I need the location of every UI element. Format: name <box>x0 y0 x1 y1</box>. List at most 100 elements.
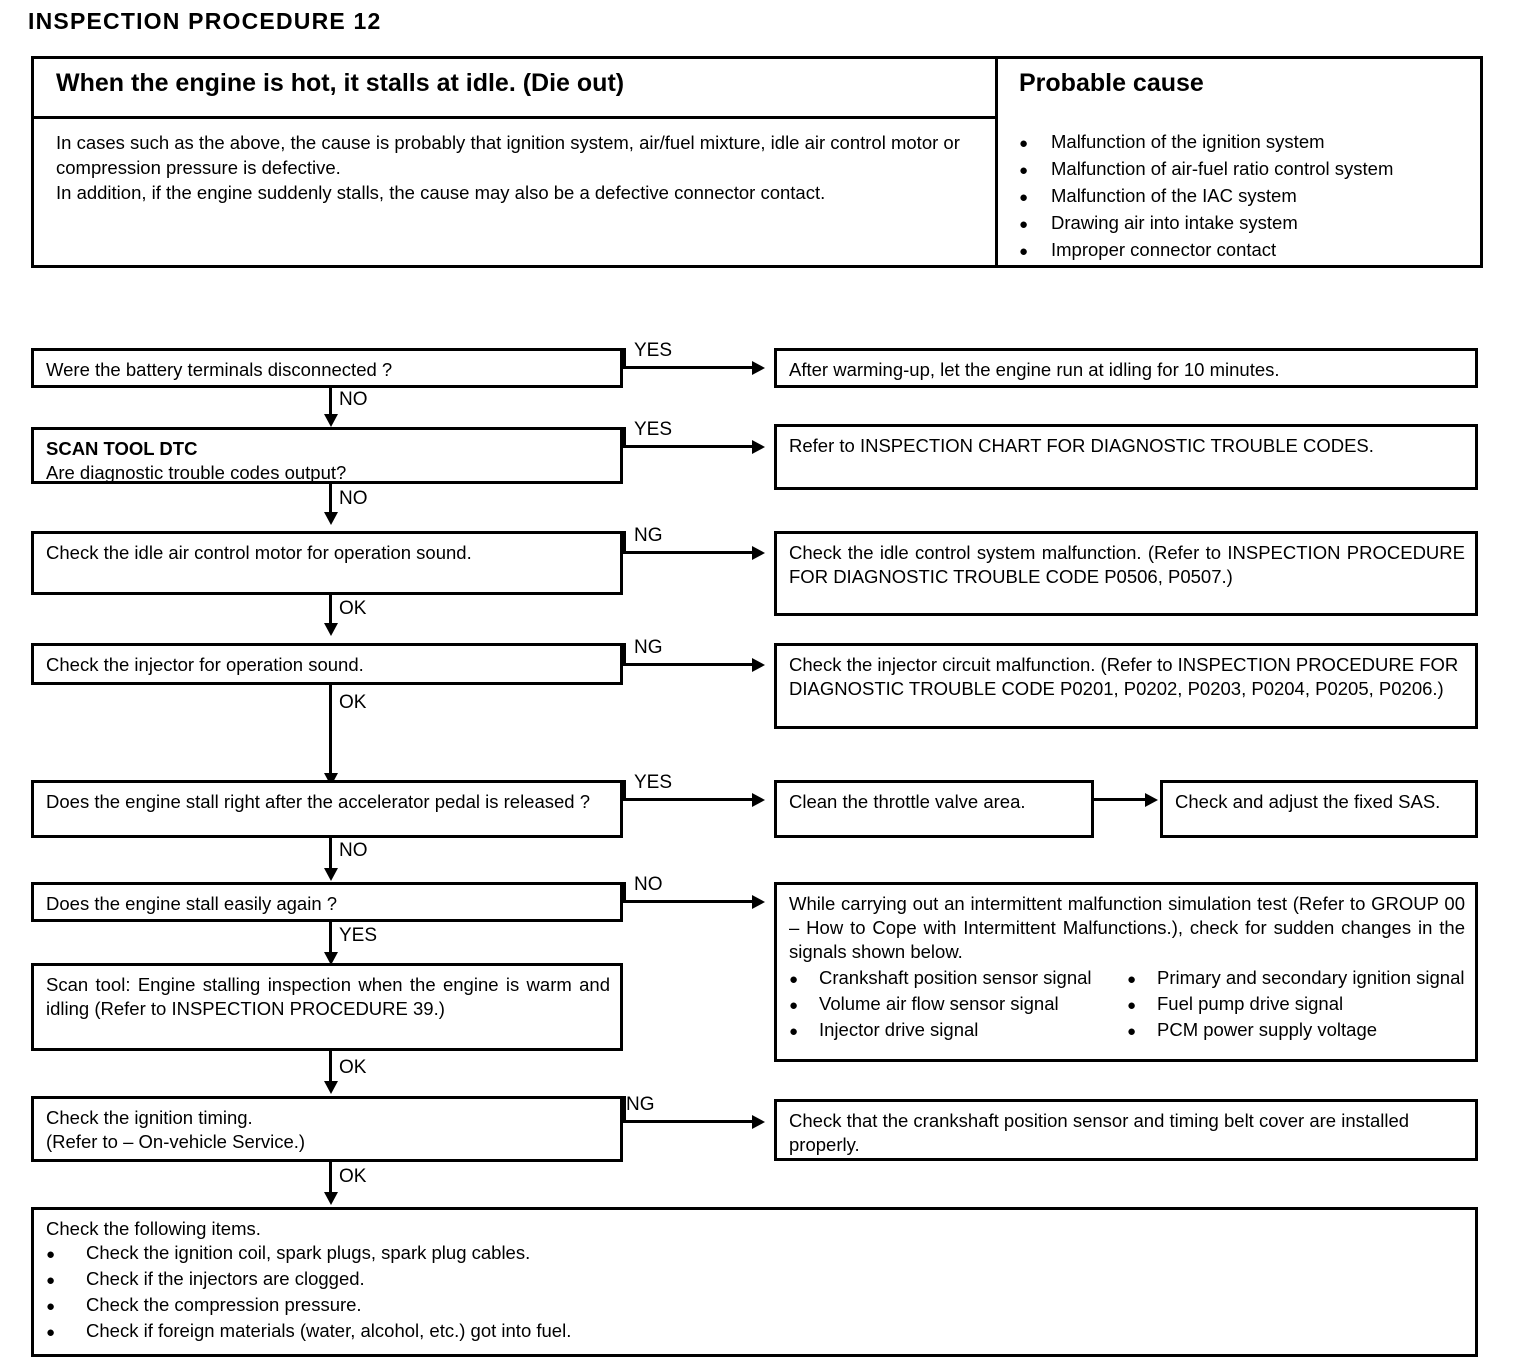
list-item: ● Crankshaft position sensor signal <box>789 966 1127 992</box>
flow-step-8-ng-label: NG <box>626 1094 655 1115</box>
flow-step-4-ok-label: OK <box>339 692 367 713</box>
flow-step-8-result-box: Check that the crankshaft position senso… <box>774 1099 1478 1161</box>
flow-step-1-no-label: NO <box>339 389 368 410</box>
flow-step-1-yes-line <box>623 366 754 369</box>
flow-step-2-no-label: NO <box>339 488 368 509</box>
list-item: ● Check if foreign materials (water, alc… <box>46 1319 1465 1345</box>
list-item: ● Primary and secondary ignition signal <box>1127 966 1465 992</box>
bullet-icon: ● <box>789 1023 799 1040</box>
list-item: ● Malfunction of the ignition system <box>1019 129 1469 156</box>
flow-step-5-question: Does the engine stall right after the ac… <box>46 791 591 812</box>
flow-step-2-yes-line <box>623 445 754 448</box>
symptom-table: When the engine is hot, it stalls at idl… <box>31 56 1483 268</box>
flow-step-8-result: Check that the crankshaft position senso… <box>789 1110 1410 1155</box>
flow-step-3-result-box: Check the idle control system malfunctio… <box>774 531 1478 616</box>
cause-text: Malfunction of air-fuel ratio control sy… <box>1051 158 1394 179</box>
flow-step-6-no-label: NO <box>634 874 663 895</box>
signal-text: Injector drive signal <box>819 1019 979 1040</box>
list-item: ● Malfunction of the IAC system <box>1019 183 1469 210</box>
list-item: ● Improper connector contact <box>1019 237 1469 264</box>
signal-text: Primary and secondary ignition signal <box>1157 967 1465 988</box>
flow-step-8-box: Check the ignition timing. (Refer to – O… <box>31 1096 623 1162</box>
flow-step-6-yes-line <box>329 922 332 956</box>
flow-step-4-ng-arrowhead <box>752 658 765 672</box>
flow-step-8-ok-arrowhead <box>324 1192 338 1205</box>
cause-text: Malfunction of the ignition system <box>1051 131 1325 152</box>
flow-step-3-ng-line <box>623 551 754 554</box>
flow-step-9-list: ● Check the ignition coil, spark plugs, … <box>46 1241 1465 1345</box>
flow-step-2-question: Are diagnostic trouble codes output? <box>46 462 347 483</box>
flow-step-5-no-arrowhead <box>324 868 338 881</box>
flow-step-5-chain-line <box>1094 798 1147 801</box>
flow-step-4-ok-line <box>329 685 332 780</box>
flow-step-8-ng-arrowhead <box>752 1115 765 1129</box>
bullet-icon: ● <box>46 1324 56 1341</box>
flow-step-3-result: Check the idle control system malfunctio… <box>789 542 1465 587</box>
flow-step-5-no-line <box>329 838 332 872</box>
flow-step-5-yes-arrowhead <box>752 793 765 807</box>
bullet-icon: ● <box>46 1298 56 1315</box>
bullet-icon: ● <box>1019 189 1029 206</box>
flow-step-4-question: Check the injector for operation sound. <box>46 654 364 675</box>
flow-step-3-ng-arrowhead <box>752 546 765 560</box>
list-item: ● Drawing air into intake system <box>1019 210 1469 237</box>
bullet-icon: ● <box>1019 135 1029 152</box>
flow-step-7-ok-line <box>329 1051 332 1085</box>
flow-step-4-ng-line <box>623 663 754 666</box>
cause-text: Malfunction of the IAC system <box>1051 185 1297 206</box>
flow-step-7-text: Scan tool: Engine stalling inspection wh… <box>46 974 610 1019</box>
list-item: ● Injector drive signal <box>789 1018 1127 1044</box>
flow-step-1-yes-stem <box>623 348 626 368</box>
page-title: INSPECTION PROCEDURE 12 <box>28 8 382 34</box>
flow-step-6-signal-columns: ● Crankshaft position sensor signal ● Vo… <box>789 966 1465 1044</box>
cause-text: Drawing air into intake system <box>1051 212 1298 233</box>
flow-step-7-ok-label: OK <box>339 1057 367 1078</box>
list-item: ● Volume air flow sensor signal <box>789 992 1127 1018</box>
symptom-heading: When the engine is hot, it stalls at idl… <box>56 69 625 97</box>
flow-step-5-result-b-box: Check and adjust the fixed SAS. <box>1160 780 1478 838</box>
flow-step-7-box: Scan tool: Engine stalling inspection wh… <box>31 963 623 1051</box>
flow-step-9-intro: Check the following items. <box>46 1218 261 1239</box>
flow-step-6-result-box: While carrying out an intermittent malfu… <box>774 882 1478 1062</box>
check-item-text: Check the ignition coil, spark plugs, sp… <box>86 1242 531 1263</box>
flow-step-1-no-line <box>329 388 332 418</box>
flow-step-2-yes-label: YES <box>634 419 673 440</box>
flow-step-4-question-box: Check the injector for operation sound. <box>31 643 623 685</box>
flow-step-5-result-a: Clean the throttle valve area. <box>789 791 1026 812</box>
bullet-icon: ● <box>1019 162 1029 179</box>
flow-step-6-signals-left: ● Crankshaft position sensor signal ● Vo… <box>789 966 1127 1044</box>
flow-step-2-no-line <box>329 484 332 516</box>
flow-step-7-ok-arrowhead <box>324 1081 338 1094</box>
flow-step-6-no-line <box>623 900 754 903</box>
list-item: ● Fuel pump drive signal <box>1127 992 1465 1018</box>
signal-text: Fuel pump drive signal <box>1157 993 1344 1014</box>
flow-step-1-result-box: After warming-up, let the engine run at … <box>774 348 1478 388</box>
flow-step-8-line-2: (Refer to – On-vehicle Service.) <box>46 1131 306 1152</box>
flow-step-1-yes-label: YES <box>634 340 673 361</box>
flow-step-3-ng-label: NG <box>634 525 663 546</box>
flow-step-8-ok-line <box>329 1162 332 1196</box>
signal-text: Crankshaft position sensor signal <box>819 967 1092 988</box>
flow-step-4-ng-label: NG <box>634 637 663 658</box>
flow-step-2-question-box: SCAN TOOL DTC Are diagnostic trouble cod… <box>31 427 623 484</box>
flow-step-5-question-box: Does the engine stall right after the ac… <box>31 780 623 838</box>
bullet-icon: ● <box>46 1272 56 1289</box>
list-item: ● Check the ignition coil, spark plugs, … <box>46 1241 1465 1267</box>
flow-step-5-yes-line <box>623 798 754 801</box>
cause-text: Improper connector contact <box>1051 239 1277 260</box>
flow-step-6-no-arrowhead <box>752 895 765 909</box>
flow-step-8-line-1: Check the ignition timing. <box>46 1107 253 1128</box>
flow-step-5-yes-label: YES <box>634 772 673 793</box>
flow-step-5-yes-stem <box>623 780 626 800</box>
flow-step-6-signals-right: ● Primary and secondary ignition signal … <box>1127 966 1465 1044</box>
flow-step-5-result-b: Check and adjust the fixed SAS. <box>1175 791 1441 812</box>
flow-step-6-question: Does the engine stall easily again ? <box>46 893 338 914</box>
flow-step-2-yes-arrowhead <box>752 440 765 454</box>
bullet-icon: ● <box>1127 1023 1137 1040</box>
flow-step-2-yes-stem <box>623 427 626 447</box>
check-item-text: Check the compression pressure. <box>86 1294 362 1315</box>
table-vertical-divider <box>995 59 998 265</box>
flow-step-8-ok-label: OK <box>339 1166 367 1187</box>
flow-step-1-question-box: Were the battery terminals disconnected … <box>31 348 623 388</box>
bullet-icon: ● <box>46 1246 56 1263</box>
